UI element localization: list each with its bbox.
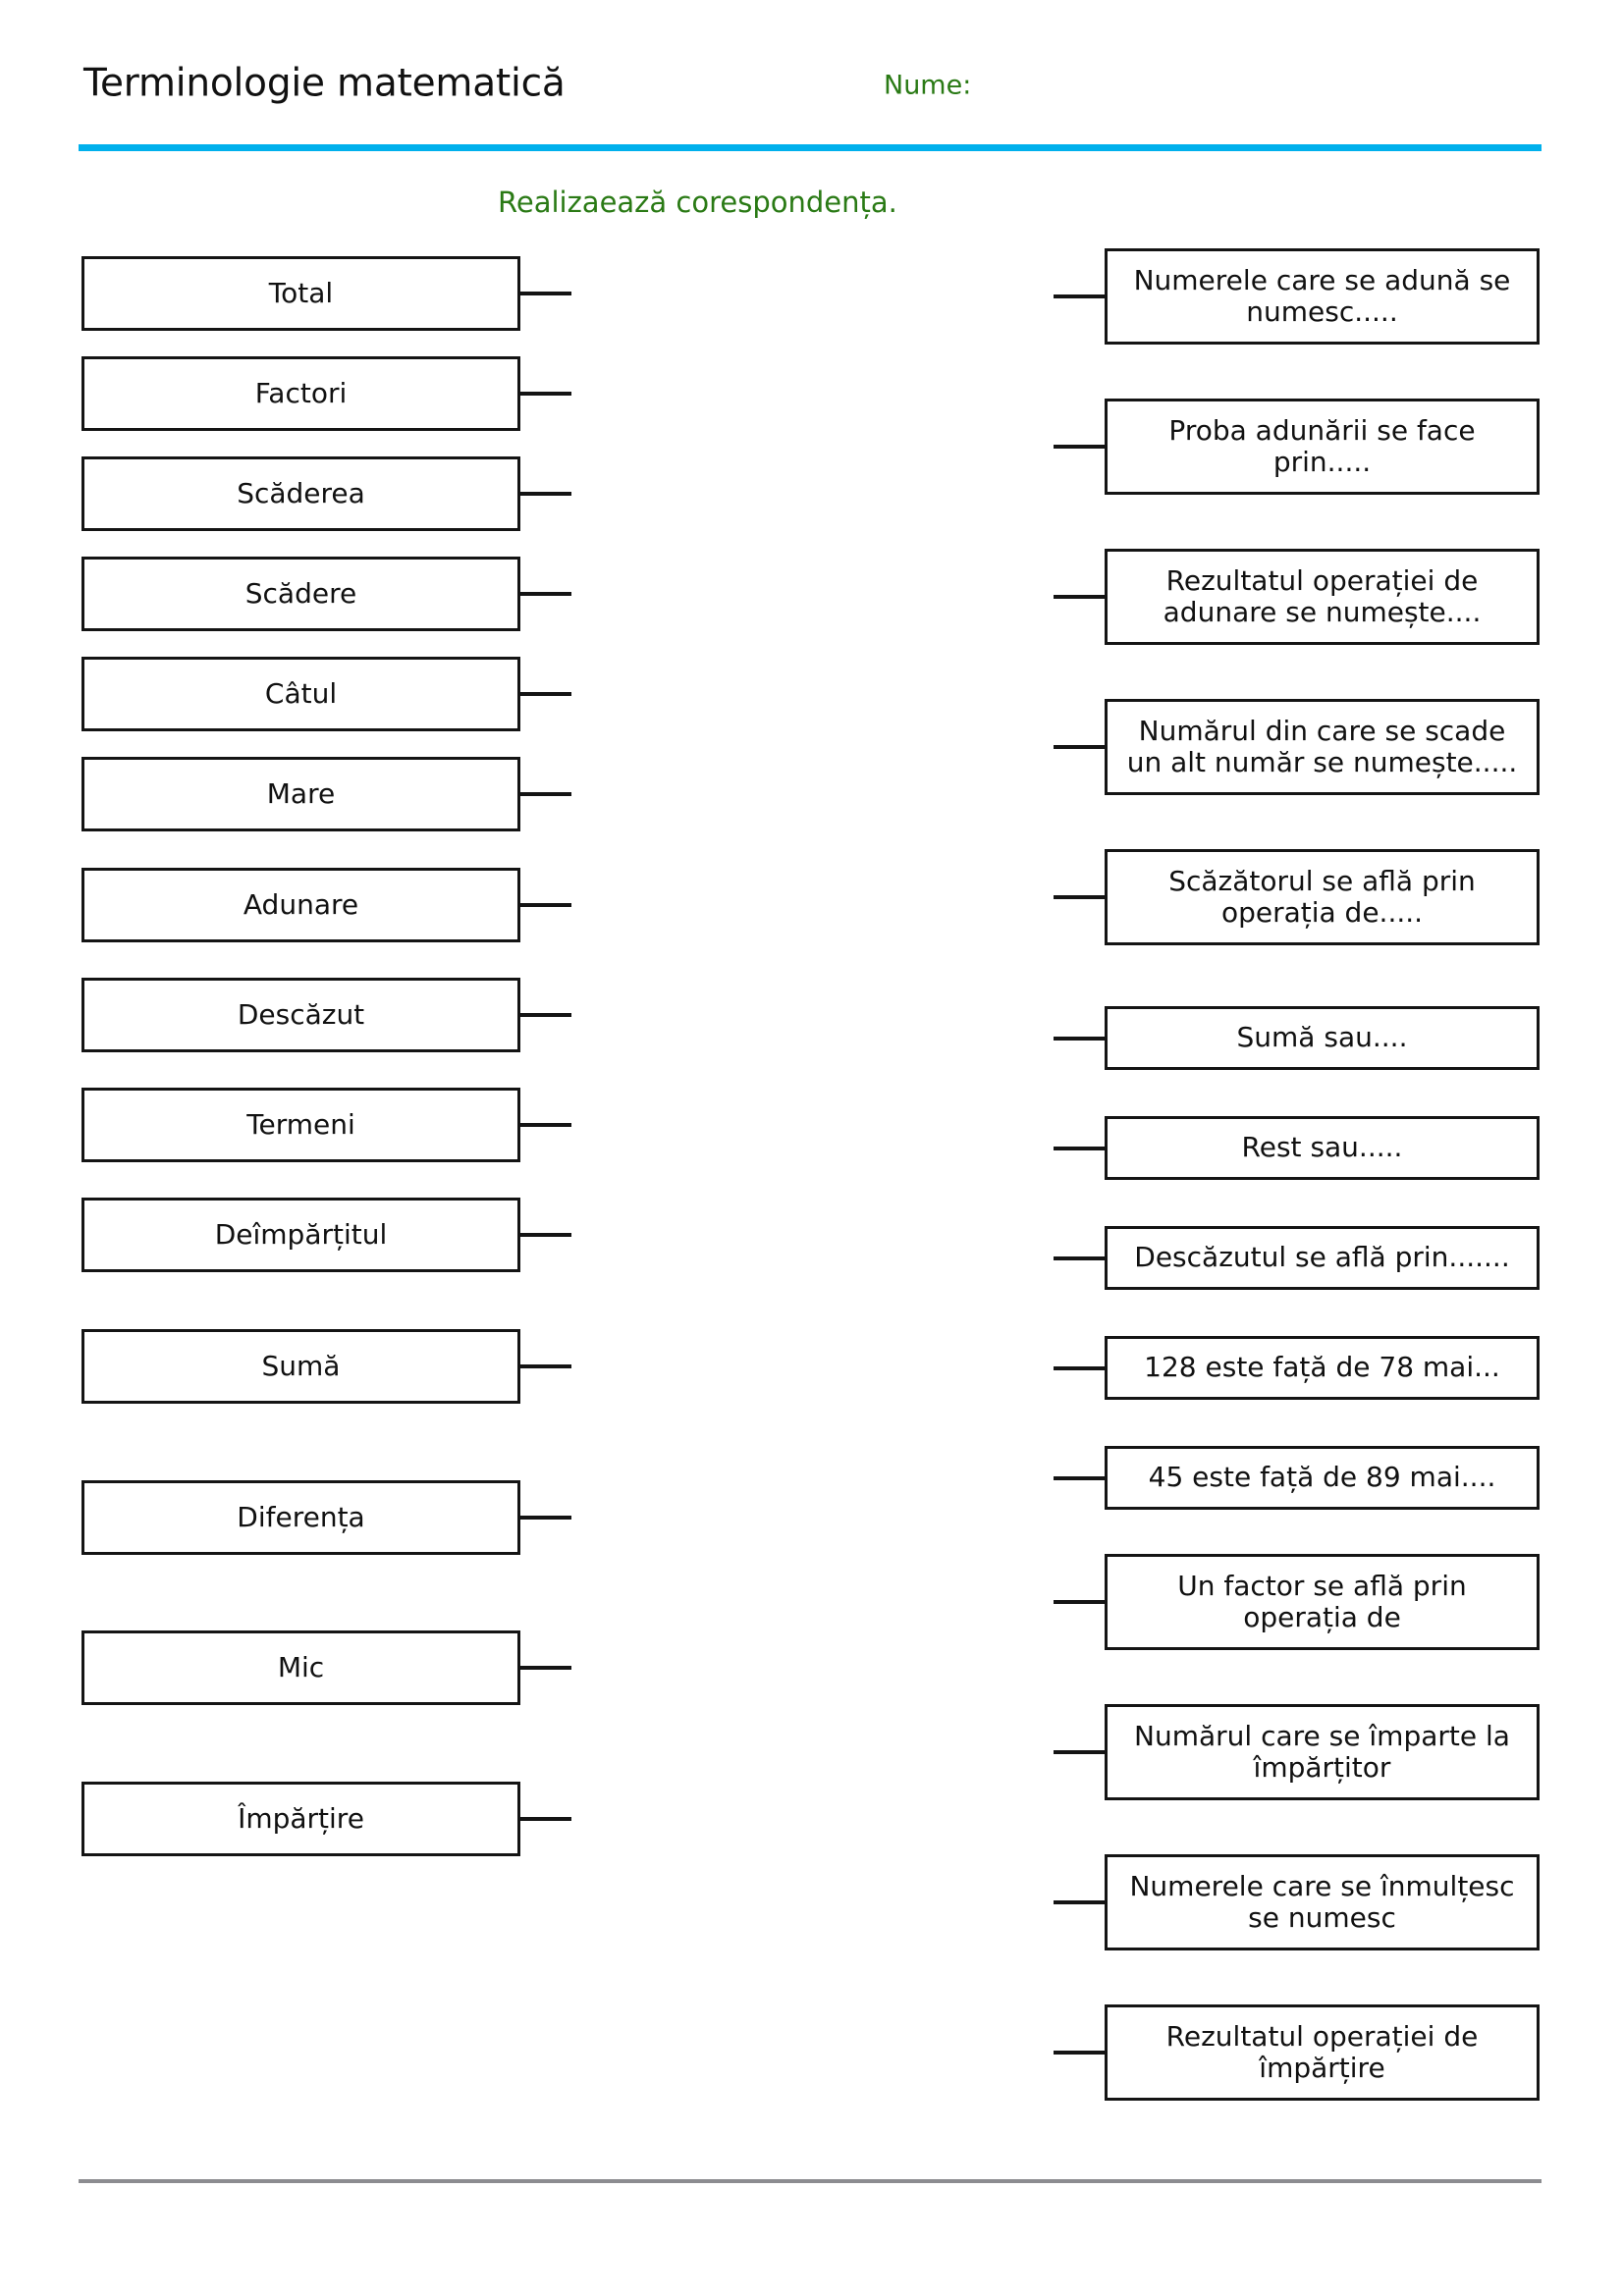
term-box[interactable]: Scădere <box>81 557 520 631</box>
term-box[interactable]: Termeni <box>81 1088 520 1162</box>
definition-connector-stub[interactable] <box>1054 1750 1105 1754</box>
definition-connector-stub[interactable] <box>1054 745 1105 749</box>
definition-connector-stub[interactable] <box>1054 595 1105 599</box>
term-connector-stub[interactable] <box>520 292 571 295</box>
definition-box[interactable]: Rest sau..... <box>1105 1116 1540 1180</box>
footer-divider-rule <box>79 2179 1542 2183</box>
definition-box[interactable]: Rezultatul operației de adunare se numeș… <box>1105 549 1540 645</box>
definition-connector-stub[interactable] <box>1054 1600 1105 1604</box>
term-box[interactable]: Factori <box>81 356 520 431</box>
definition-box[interactable]: Sumă sau.... <box>1105 1006 1540 1070</box>
term-box[interactable]: Scăderea <box>81 456 520 531</box>
term-box[interactable]: Mare <box>81 757 520 831</box>
definition-connector-stub[interactable] <box>1054 1475 1105 1480</box>
term-connector-stub[interactable] <box>520 692 571 696</box>
definition-box[interactable]: Numărul care se împarte la împărțitor <box>1105 1704 1540 1800</box>
definition-connector-stub[interactable] <box>1054 2051 1105 2055</box>
definition-box[interactable]: Numărul din care se scade un alt număr s… <box>1105 699 1540 795</box>
instruction-text: Realizaează corespondența. <box>498 186 897 219</box>
page-header: Terminologie matematică Nume: <box>0 0 1623 157</box>
term-box[interactable]: Sumă <box>81 1329 520 1404</box>
term-connector-stub[interactable] <box>520 492 571 496</box>
term-box[interactable]: Împărțire <box>81 1782 520 1856</box>
term-connector-stub[interactable] <box>520 592 571 596</box>
definition-connector-stub[interactable] <box>1054 1255 1105 1260</box>
term-connector-stub[interactable] <box>520 1666 571 1670</box>
term-box[interactable]: Total <box>81 256 520 331</box>
term-connector-stub[interactable] <box>520 1013 571 1017</box>
term-box[interactable]: Mic <box>81 1630 520 1705</box>
term-box[interactable]: Câtul <box>81 657 520 731</box>
definition-box[interactable]: Numerele care se adună se numesc..... <box>1105 248 1540 345</box>
definition-box[interactable]: 128 este față de 78 mai... <box>1105 1336 1540 1400</box>
term-box[interactable]: Adunare <box>81 868 520 942</box>
definition-box[interactable]: Numerele care se înmulțesc se numesc <box>1105 1854 1540 1950</box>
definition-connector-stub[interactable] <box>1054 1365 1105 1370</box>
definition-connector-stub[interactable] <box>1054 294 1105 298</box>
definition-box[interactable]: Proba adunării se face prin..... <box>1105 399 1540 495</box>
definition-connector-stub[interactable] <box>1054 895 1105 899</box>
term-box[interactable]: Diferența <box>81 1480 520 1555</box>
term-connector-stub[interactable] <box>520 1123 571 1127</box>
term-connector-stub[interactable] <box>520 903 571 907</box>
term-box[interactable]: Descăzut <box>81 978 520 1052</box>
student-name-label: Nume: <box>884 70 972 101</box>
definition-connector-stub[interactable] <box>1054 1900 1105 1904</box>
definition-box[interactable]: Rezultatul operației de împărțire <box>1105 2004 1540 2101</box>
definition-box[interactable]: Descăzutul se află prin....... <box>1105 1226 1540 1290</box>
definition-connector-stub[interactable] <box>1054 1146 1105 1150</box>
term-connector-stub[interactable] <box>520 792 571 796</box>
term-connector-stub[interactable] <box>520 392 571 396</box>
term-connector-stub[interactable] <box>520 1233 571 1237</box>
definition-box[interactable]: 45 este față de 89 mai.... <box>1105 1446 1540 1510</box>
definition-connector-stub[interactable] <box>1054 1036 1105 1041</box>
term-connector-stub[interactable] <box>520 1364 571 1368</box>
definition-connector-stub[interactable] <box>1054 445 1105 449</box>
definition-box[interactable]: Un factor se află prin operația de <box>1105 1554 1540 1650</box>
definition-box[interactable]: Scăzătorul se află prin operația de..... <box>1105 849 1540 945</box>
term-connector-stub[interactable] <box>520 1516 571 1520</box>
page-title: Terminologie matematică <box>83 61 566 106</box>
term-box[interactable]: Deîmpărțitul <box>81 1198 520 1272</box>
header-divider-rule <box>79 144 1542 151</box>
term-connector-stub[interactable] <box>520 1817 571 1821</box>
